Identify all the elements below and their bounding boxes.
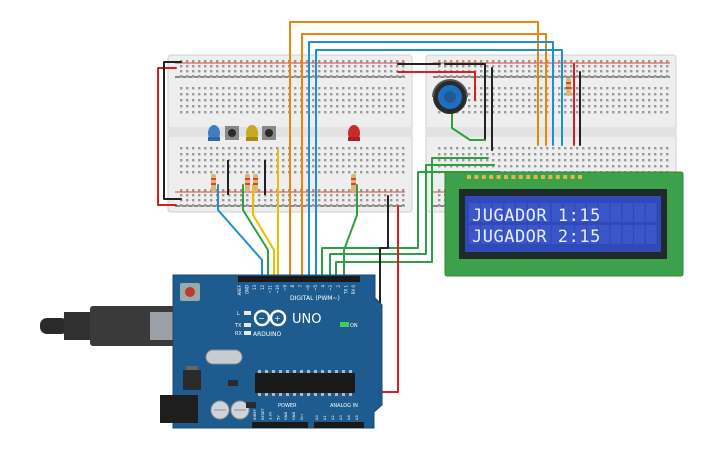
digital-header [238, 276, 360, 282]
wire-black-pot [444, 63, 486, 141]
power-pin-label: RESET [261, 408, 265, 420]
analog-pin-label: A2 [331, 415, 335, 420]
digital-pin-label: 2 [336, 285, 341, 288]
wire-red-pot [439, 71, 476, 101]
lcd-pin-header [467, 175, 582, 179]
arduino-logo-icon: − + [253, 309, 287, 327]
analog-pin-label: A4 [347, 415, 351, 420]
voltage-regulator [183, 370, 201, 390]
digital-pin-label: 4 [321, 285, 326, 288]
atmega-chip [255, 373, 355, 393]
wire-blue-long-2 [315, 49, 563, 279]
digital-pin-label: AREF [237, 284, 242, 295]
analog-pin-label: A3 [339, 415, 343, 420]
components-left [208, 125, 360, 195]
led-tx-label: TX [234, 323, 242, 329]
wire-green-led3 [343, 184, 358, 279]
digital-pin-label: TX 1 [343, 285, 348, 295]
wire-blue-led1 [217, 184, 263, 279]
wire-orange-2 [301, 33, 547, 279]
pushbutton-2[interactable] [262, 126, 276, 140]
potentiometer[interactable] [432, 79, 468, 114]
wire-yellow-btn1 [252, 184, 275, 279]
digital-pin-label: ~5 [313, 285, 318, 291]
power-pin-label: GND [292, 412, 296, 420]
power-header [252, 422, 308, 428]
digital-pin-label: ~3 [328, 285, 333, 291]
digital-pin-label: 13 [252, 285, 257, 291]
wire-red-rail-left [157, 67, 177, 206]
wire-green-pot [451, 111, 486, 141]
led-rx-label: RX [235, 331, 242, 337]
arduino-model: UNO [292, 312, 321, 327]
digital-pin-label: ~10 [275, 285, 280, 294]
breadboard-left-holes [180, 60, 405, 207]
wire-green-lcd-3 [335, 157, 489, 279]
analog-pin-label: A0 [315, 415, 319, 420]
led-blue [208, 125, 220, 141]
digital-pin-label: RX 0 [351, 285, 356, 295]
analog-pin-labels: A0 A1 A2 A3 A4 A5 [315, 415, 359, 420]
wire-blue-long-1 [308, 41, 554, 279]
power-jack [160, 395, 198, 423]
analog-pin-label: A5 [355, 415, 359, 420]
led-red [348, 125, 360, 141]
analog-label: ANALOG IN [330, 403, 358, 409]
pushbutton-1[interactable] [225, 126, 239, 140]
svg-text:−: − [258, 314, 265, 323]
led-yellow [246, 125, 258, 141]
resistor-4 [351, 174, 356, 192]
crystal-oscillator [205, 349, 243, 365]
power-pin-label: GND [284, 412, 288, 420]
digital-pin-label: 8 [290, 285, 295, 288]
resistor-3 [253, 174, 258, 192]
resistor-right [566, 78, 571, 96]
digital-pin-label: 7 [298, 285, 303, 288]
digital-pin-label: GND [245, 285, 250, 294]
wire-black-rail-left [163, 61, 182, 200]
power-pin-label: Vin [300, 414, 304, 420]
lcd-character-cells [469, 203, 657, 244]
digital-pin-label: ~6 [305, 285, 310, 291]
digital-pin-label: ~9 [283, 285, 288, 291]
on-label: ON [350, 323, 358, 329]
power-pin-label: IOREF [253, 409, 257, 420]
resistor-1 [211, 174, 216, 192]
wire-orange-1 [289, 21, 539, 279]
wire-green-btn1 [242, 184, 269, 279]
power-label: POWER [278, 403, 297, 409]
power-pin-label: 5V [276, 415, 280, 420]
resistor-2 [245, 174, 250, 192]
arduino-brand: ARDUINO [253, 331, 282, 338]
analog-header [314, 422, 364, 428]
digital-pin-label: ~11 [267, 285, 272, 294]
lcd-line-1: JUGADOR 1:15 [472, 206, 601, 226]
lcd-module: JUGADOR 1:15 JUGADOR 2:15 [444, 171, 684, 277]
led-l-label: L [237, 311, 240, 317]
digital-pin-label: 12 [260, 285, 265, 291]
wire-green-lcd-2 [329, 164, 495, 279]
on-led [340, 322, 349, 327]
digital-label: DIGITAL (PWM~) [290, 295, 340, 302]
power-pin-label: 3.3V [269, 411, 273, 420]
analog-pin-label: A1 [323, 415, 327, 420]
svg-text:+: + [274, 314, 281, 323]
lcd-line-2: JUGADOR 2:15 [472, 227, 601, 247]
